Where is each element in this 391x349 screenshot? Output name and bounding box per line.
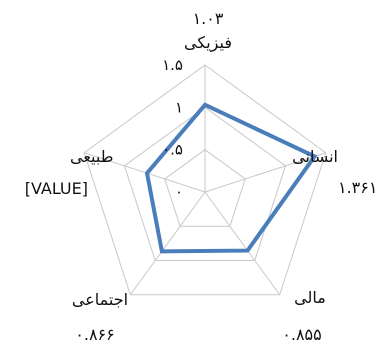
value-label-0: ۱.۰۳ [193, 9, 224, 28]
radar-tick-labels: ۰ ۰.۵ ۱ ۱.۵ [162, 56, 183, 201]
series-line-0 [144, 102, 318, 254]
radial-tick-label-1: ۰.۵ [162, 141, 183, 159]
category-label-2: مالی [294, 288, 326, 307]
value-label-1: ۱.۳۶۱ [338, 178, 377, 197]
grid-ring-1 [164, 149, 246, 227]
category-label-0: فیزیکی [184, 33, 232, 53]
value-label-4: [VALUE] [25, 179, 88, 198]
grid-spoke-1 [204, 152, 326, 193]
radial-tick-label-0: ۰ [175, 183, 183, 201]
category-label-4: طبیعی [70, 147, 113, 166]
value-label-2: ۰.۸۵۵ [282, 325, 321, 344]
grid-spoke-2 [204, 191, 281, 296]
radar-series [144, 102, 318, 254]
grid-ring-3 [83, 64, 327, 296]
radial-tick-label-2: ۱ [175, 98, 183, 116]
category-label-3: اجتماعی [72, 290, 128, 309]
value-label-3: ۰.۸۶۶ [75, 325, 114, 344]
grid-ring-2 [123, 106, 287, 261]
grid-spoke-3 [129, 191, 206, 296]
category-label-1: انسانی [292, 147, 338, 166]
grid-spoke-4 [84, 152, 206, 193]
radar-grid [83, 64, 327, 296]
radial-tick-label-3: ۱.۵ [162, 56, 183, 74]
